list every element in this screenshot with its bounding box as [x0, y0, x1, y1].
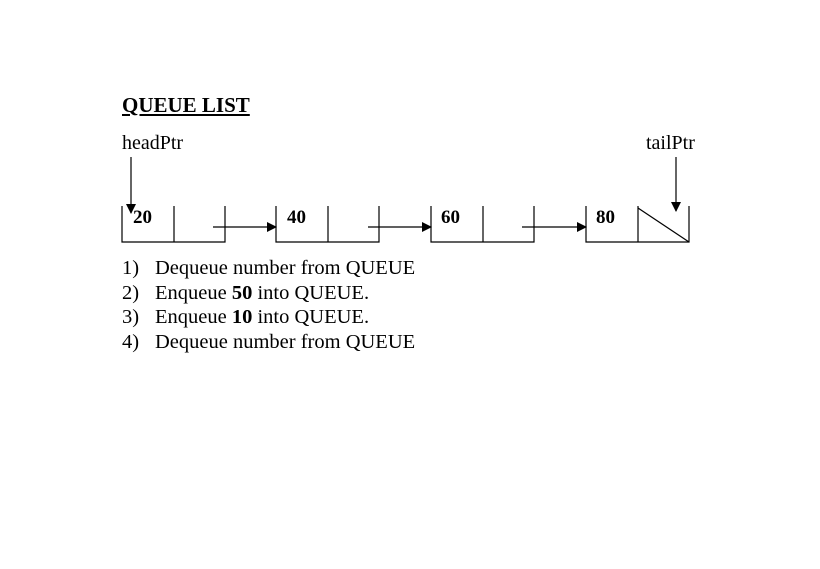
tail-pointer-label: tailPtr: [646, 132, 695, 154]
step-text: Dequeue number from QUEUE: [155, 330, 416, 353]
page-title: QUEUE LIST: [122, 93, 250, 117]
node-2-value: 40: [287, 207, 306, 228]
step-text: Dequeue number from QUEUE: [155, 257, 416, 279]
step-number: 1): [122, 257, 140, 279]
step-text-end: into QUEUE.: [252, 306, 370, 328]
step-number: 3): [122, 306, 140, 328]
operation-step: 3) Enqueue 10 into QUEUE.: [122, 305, 415, 330]
operation-step: 1) Dequeue number from QUEUE: [122, 256, 415, 281]
step-value: 50: [231, 281, 253, 304]
step-number: 2): [122, 281, 140, 304]
step-value: 10: [231, 306, 253, 328]
head-pointer-label: headPtr: [122, 132, 184, 154]
operation-step: 4) Dequeue number from QUEUE: [122, 330, 415, 355]
node-1-box: [121, 206, 226, 243]
node-3-value: 60: [441, 207, 460, 228]
null-pointer-slash-icon: [637, 207, 690, 243]
operation-step: 2) Enqueue 50 into QUEUE.: [122, 281, 415, 306]
node-4-value: 80: [596, 207, 615, 228]
step-text-end: into QUEUE.: [252, 281, 370, 304]
operations-list: 1) Dequeue number from QUEUE 2) Enqueue …: [122, 256, 415, 354]
node-1-value: 20: [133, 207, 152, 228]
step-text: Enqueue: [155, 281, 232, 304]
step-number: 4): [122, 330, 140, 353]
step-text: Enqueue: [155, 306, 232, 328]
